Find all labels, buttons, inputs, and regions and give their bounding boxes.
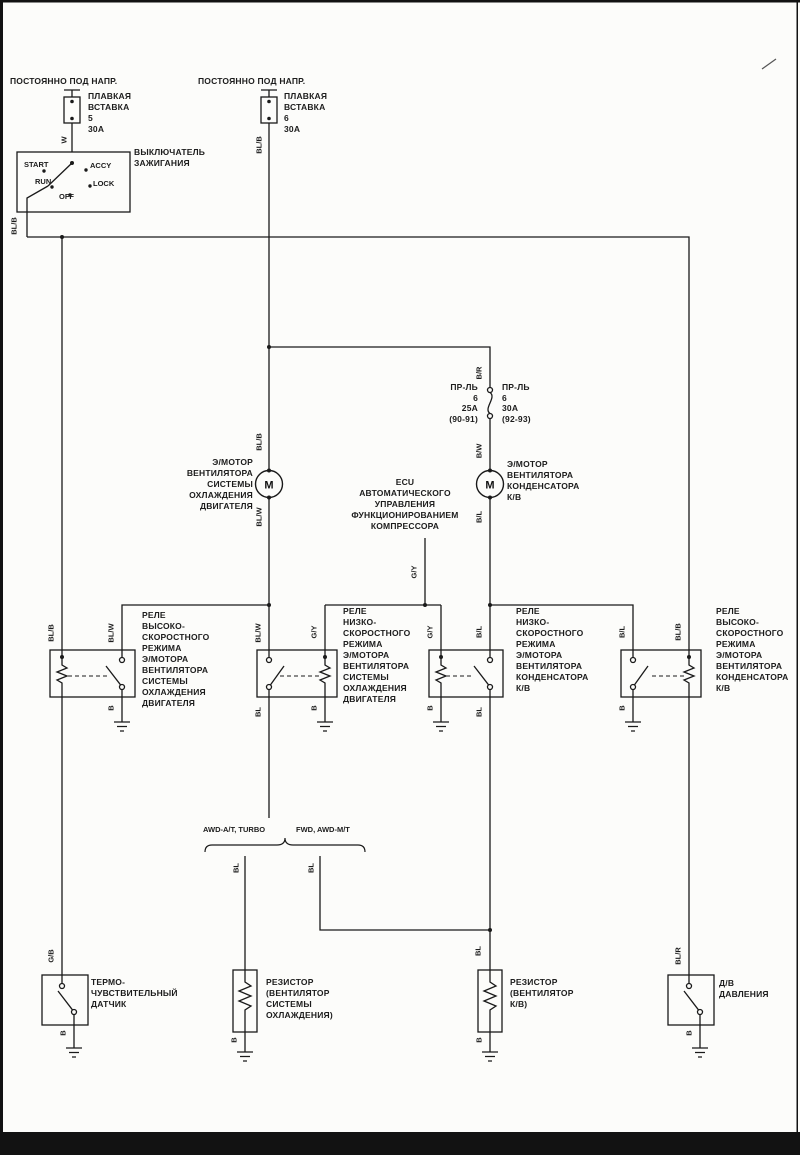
condenser-fan-motor-label: Э/МОТОР ВЕНТИЛЯТОРА КОНДЕНСАТОРА К/В [507, 459, 580, 502]
fuse-early-label: ПР-ЛЬ 6 25A (90-91) [449, 382, 478, 424]
scan-mark [761, 58, 777, 70]
wire-label-pressure-in: BL/R [673, 947, 683, 965]
fan-motor-branch-wires [121, 603, 634, 658]
engine-fan-motor-label: Э/МОТОР ВЕНТИЛЯТОРА СИСТЕМЫ ОХЛАЖДЕНИЯ Д… [186, 457, 253, 511]
resistor-condenser-fan-label: РЕЗИСТОР (ВЕНТИЛЯТОР К/В) [510, 977, 574, 1009]
pressure-switch-label: Д/В ДАВЛЕНИЯ [719, 978, 769, 999]
ground-symbol-resistor1 [237, 1032, 253, 1062]
condenser-fan-motor-symbol: M [475, 468, 505, 605]
wire-label-relay3-coil: G/Y [425, 625, 435, 639]
wire-label-ground-resistor2: B [474, 1037, 484, 1043]
wire-label-relay3-switch: B/L [474, 625, 484, 639]
relay-engine-fan-high-symbol [49, 649, 136, 984]
feed-1-wire [64, 89, 80, 97]
fusible-link-6-symbol [260, 96, 278, 124]
ground-symbol-thermo [66, 1014, 82, 1058]
ignition-power-rail [27, 235, 690, 657]
wire-label-fuse-in: B/R [474, 366, 484, 380]
ground-symbol-pressure [692, 1014, 708, 1058]
wire-label-branch-awd: BL [231, 863, 241, 873]
thermo-sensor-symbol [41, 974, 89, 1026]
variant-fwd-mt-label: FWD, AWD-M/T [296, 825, 350, 834]
feed-1-label: ПОСТОЯННО ПОД НАПР. [10, 76, 118, 86]
wire-label-relay2-coil: G/Y [309, 625, 319, 639]
ground-symbol-relay2 [317, 697, 333, 732]
wire-label-ground-relay1: B [106, 705, 116, 711]
thermo-sensor-label: ТЕРМО- ЧУВСТВИТЕЛЬНЫЙ ДАТЧИК [91, 977, 178, 1009]
resistor-condenser-fan-symbol [477, 969, 503, 1033]
wire-label-branch-fwd: BL [306, 863, 316, 873]
relay-condenser-fan-low-label: РЕЛЕ НИЗКО- СКОРОСТНОГО РЕЖИМА Э/МОТОРА … [516, 606, 589, 693]
wire-label-relay4-switch: B/L [617, 625, 627, 639]
wire-label-w: W [59, 136, 69, 144]
wire-label-engine-fan-in: BL/B [254, 433, 264, 451]
engine-fan-motor-letter: M [264, 480, 273, 492]
fe ed-2-label: ПОСТОЯННО ПОД НАПР. [198, 76, 306, 86]
pressure-switch-symbol [667, 974, 715, 1026]
engine-fan-feed-wire [267, 123, 491, 470]
resistor-engine-fan-label: РЕЗИСТОР (ВЕНТИЛЯТОР СИСТЕМЫ ОХЛАЖДЕНИЯ) [266, 977, 333, 1020]
ignition-switch-symbol [16, 151, 131, 237]
wire-label-relay1-coil: BL/B [46, 624, 56, 642]
wire-label-condenser-fan-out: B/L [474, 510, 484, 524]
wire-label-ignition-out: BL/B [9, 217, 19, 235]
fusible-link-5-symbol [63, 96, 81, 152]
ignition-position-off: OFF [59, 192, 74, 201]
variant-awd-turbo-label: AWD-A/T, TURBO [203, 825, 266, 834]
condenser-fan-motor-letter: M [485, 480, 494, 492]
wire-label-relay3-out: BL [474, 707, 484, 717]
fuse-late-label: ПР-ЛЬ 6 30A (92-93) [502, 382, 531, 424]
wire-label-resistor2-in: BL [473, 946, 483, 956]
feed-2-wire [261, 89, 277, 97]
relay-condenser-fan-high-label: РЕЛЕ ВЫСОКО- СКОРОСТНОГО РЕЖИМА Э/МОТОРА… [716, 606, 789, 693]
wire-label-relay1-switch: BL/W [106, 623, 116, 643]
wire-label-ground-relay2: B [309, 705, 319, 711]
engine-fan-motor-symbol: M [254, 468, 284, 605]
ignition-position-accy: ACCY [90, 161, 112, 170]
ignition-position-lock: LOCK [93, 179, 115, 188]
wire-label-ground-relay3: B [425, 705, 435, 711]
ecu-control-wire [324, 538, 442, 657]
fusible-link-5-label: ПЛАВКАЯ ВСТАВКА 5 30A [88, 91, 132, 134]
wire-label-relay4-coil: BL/B [673, 623, 683, 641]
wire-label-ground-pressure: B [684, 1030, 694, 1036]
relay-engine-fan-high-label: РЕЛЕ ВЫСОКО- СКОРОСТНОГО РЕЖИМА Э/МОТОРА… [142, 610, 210, 708]
fusible-link-6-label: ПЛАВКАЯ ВСТАВКА 6 30A [284, 91, 328, 134]
wire-label-ground-resistor1: B [229, 1037, 239, 1043]
wire-label-feed6: BL/B [254, 136, 264, 154]
variant-bracket [204, 837, 492, 970]
relay-condenser-fan-low-symbol [428, 649, 504, 698]
ground-symbol-relay1 [114, 689, 130, 732]
wire-label-ground-thermo: B [58, 1030, 68, 1036]
wire-label-ground-relay4: B [617, 705, 627, 711]
condenser-fuse-symbol [486, 386, 494, 470]
wire-label-thermo-in: G/B [46, 949, 56, 963]
wire-label-condenser-fan-in: B/W [474, 443, 484, 459]
relay-engine-fan-low-symbol [256, 649, 338, 818]
ecu-label: ECU АВТОМАТИЧЕСКОГО УПРАВЛЕНИЯ ФУНКЦИОНИ… [351, 477, 459, 531]
ignition-position-start: START [24, 160, 49, 169]
resistor-engine-fan-symbol [232, 969, 258, 1033]
ignition-position-run: RUN [35, 177, 52, 186]
wire-label-relay2-switch: BL/W [253, 623, 263, 643]
wire-label-relay2-out: BL [253, 707, 263, 717]
ground-symbol-relay4 [625, 689, 641, 732]
wire-label-ecu-out: G/Y [409, 565, 419, 579]
ground-symbol-relay3 [433, 697, 449, 732]
relay-engine-fan-low-label: РЕЛЕ НИЗКО- СКОРОСТНОГО РЕЖИМА Э/МОТОРА … [343, 606, 411, 704]
ignition-switch-label: ВЫКЛЮЧАТЕЛЬ ЗАЖИГАНИЯ [134, 147, 206, 168]
ground-symbol-resistor2 [482, 1032, 498, 1062]
wire-label-engine-fan-out: BL/W [254, 507, 264, 527]
